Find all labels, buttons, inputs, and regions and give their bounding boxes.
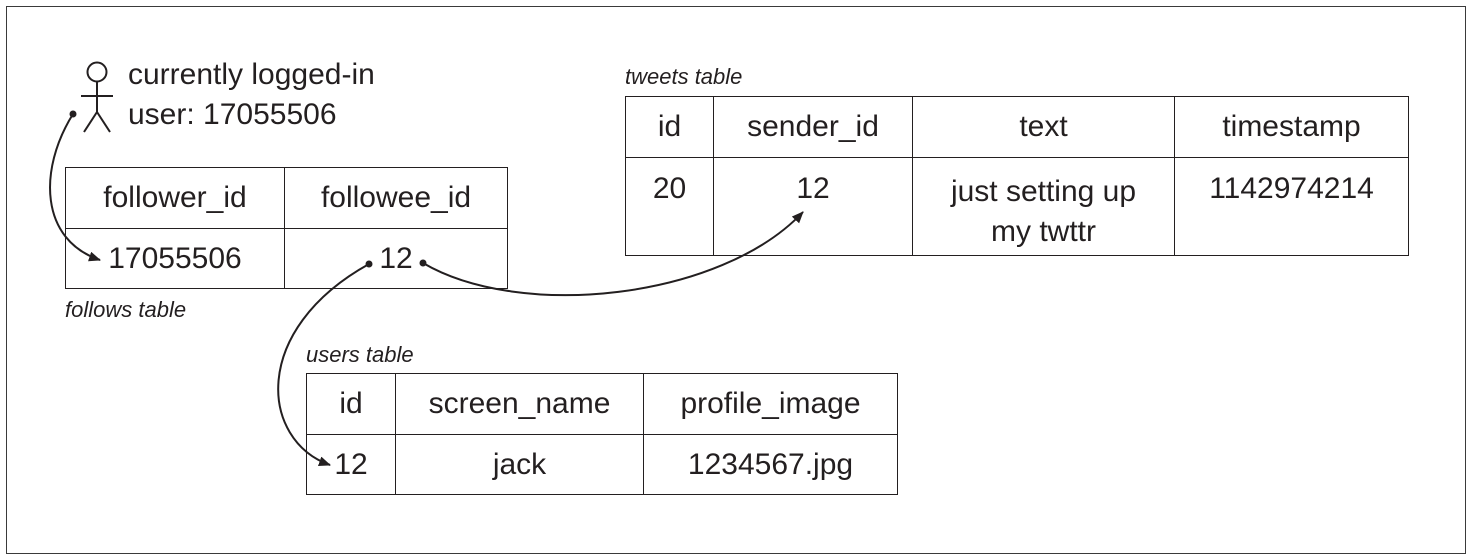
tweets-table-caption: tweets table: [625, 64, 743, 89]
arrow-followee-to-users: [277, 263, 370, 466]
table-cell: 17055506: [65, 228, 285, 289]
arrow-user-to-follower: [49, 113, 101, 262]
table-header-cell: profile_image: [643, 373, 898, 435]
follows-table: follower_id followee_id 17055506 12: [65, 167, 508, 289]
user-label-line1: currently logged-in: [128, 58, 375, 91]
table-cell-text: just setting up my twttr: [912, 157, 1175, 256]
arrow-origin-dot: [365, 260, 373, 268]
table-cell: jack: [395, 434, 644, 495]
table-header-cell: id: [625, 96, 714, 158]
table-row: 20 12 just setting up my twttr 114297421…: [625, 157, 1409, 256]
table-header-cell: text: [912, 96, 1175, 158]
tweet-text-line1: just setting up: [950, 175, 1137, 208]
table-header-row: id sender_id text timestamp: [625, 96, 1409, 158]
user-label-line2: user: 17055506: [128, 98, 337, 131]
table-cell: 1142974214: [1174, 157, 1409, 256]
tweets-table: id sender_id text timestamp 20 12 just s…: [625, 96, 1409, 256]
table-header-cell: screen_name: [395, 373, 644, 435]
users-table-caption: users table: [306, 342, 414, 367]
table-cell: 20: [625, 157, 714, 256]
follows-table-caption: follows table: [65, 297, 187, 322]
table-header-cell: followee_id: [284, 167, 508, 229]
table-cell: 12: [284, 228, 508, 289]
arrow-followee-to-tweets: [422, 211, 804, 297]
table-header-cell: sender_id: [713, 96, 913, 158]
arrow-origin-dot: [419, 259, 427, 267]
table-header-cell: timestamp: [1174, 96, 1409, 158]
table-header-row: id screen_name profile_image: [306, 373, 898, 435]
tweet-text-line2: my twttr: [991, 215, 1096, 248]
table-cell: 12: [713, 157, 913, 256]
users-table: id screen_name profile_image 12 jack 123…: [306, 373, 898, 495]
table-row: 17055506 12: [65, 228, 508, 289]
table-header-cell: id: [306, 373, 396, 435]
logged-in-user-label: currently logged-in user: 17055506: [128, 55, 375, 135]
diagram-frame: [6, 6, 1466, 554]
arrow-origin-dot: [69, 110, 77, 118]
table-cell: 1234567.jpg: [643, 434, 898, 495]
